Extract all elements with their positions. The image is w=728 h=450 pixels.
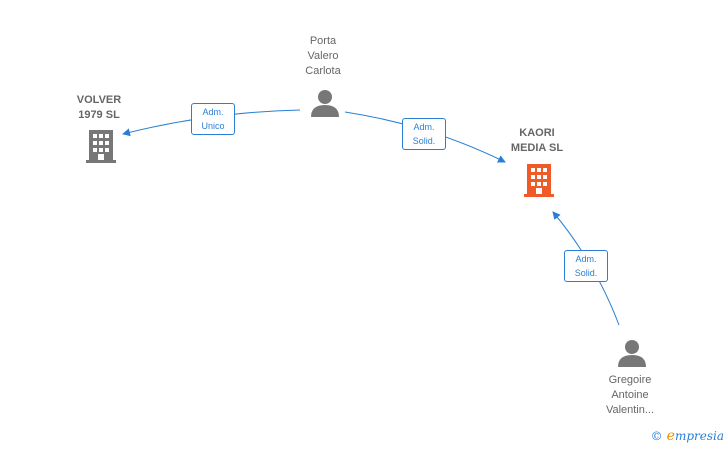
label-line: Valentin...	[605, 404, 655, 416]
building-icon-highlighted[interactable]	[524, 164, 554, 197]
edge-label-line: Unico	[201, 121, 225, 131]
person-icon[interactable]	[618, 340, 646, 367]
edge-label-line: Solid.	[412, 136, 436, 146]
node-label-kaori[interactable]: KAORI MEDIA SL	[482, 126, 592, 156]
label-line: Gregoire	[608, 374, 652, 386]
label-line: VOLVER	[76, 94, 122, 106]
building-icon[interactable]	[86, 130, 116, 163]
label-line: 1979 SL	[78, 109, 120, 121]
edge-label-adm-solid[interactable]: Adm. Solid.	[402, 118, 446, 150]
label-line: Porta	[309, 35, 337, 47]
edge-label-line: Solid.	[574, 268, 598, 278]
label-line: Carlota	[305, 65, 341, 77]
brand-initial: e	[666, 428, 675, 444]
label-line: KAORI	[519, 127, 555, 139]
copyright-icon: ©	[650, 429, 663, 443]
person-icon[interactable]	[311, 90, 339, 117]
node-label-gregoire[interactable]: Gregoire Antoine Valentin...	[575, 373, 685, 418]
edge-label-line: Adm.	[413, 122, 435, 132]
label-line: Antoine	[611, 389, 649, 401]
node-label-volver[interactable]: VOLVER 1979 SL	[44, 93, 154, 123]
label-line: MEDIA SL	[510, 142, 564, 154]
empresia-watermark: ©empresia	[651, 428, 724, 444]
edge-label-line: Adm.	[202, 107, 224, 117]
edge-label-adm-solid[interactable]: Adm. Solid.	[564, 250, 608, 282]
label-line: Valero	[307, 50, 339, 62]
edge-label-line: Adm.	[575, 254, 597, 264]
edge-label-adm-unico[interactable]: Adm. Unico	[191, 103, 235, 135]
brand-name: mpresia	[674, 429, 724, 443]
node-label-porta[interactable]: Porta Valero Carlota	[268, 34, 378, 79]
